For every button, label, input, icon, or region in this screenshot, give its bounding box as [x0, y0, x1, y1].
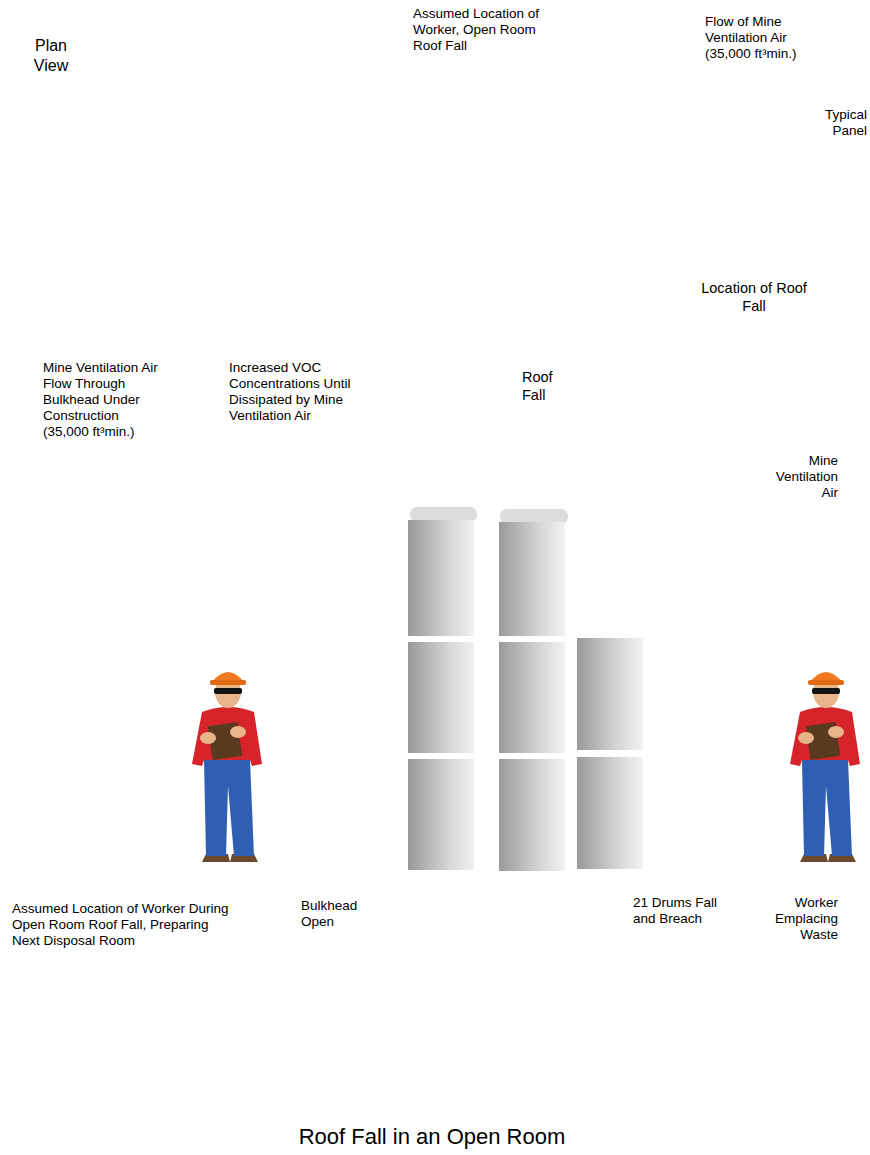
annotation-label: Roof Fall [522, 368, 568, 404]
annotation-label: Plan View [26, 36, 76, 76]
annotation-label: Typical Panel [811, 107, 867, 139]
annotation-label: Flow of Mine Ventilation Air (35,000 ft³… [705, 14, 823, 62]
annotation-label: Assumed Location of Worker During Open R… [12, 901, 237, 949]
annotation-label: Mine Ventilation Air [760, 453, 838, 501]
annotation-label: Increased VOC Concentrations Until Dissi… [229, 360, 374, 424]
diagram-title: Roof Fall in an Open Room [0, 1123, 867, 1150]
annotation-label: Bulkhead Open [301, 898, 371, 930]
annotation-label: Location of Roof Fall [700, 279, 808, 315]
annotation-label: Worker Emplacing Waste [760, 895, 838, 943]
annotation-label: 21 Drums Fall and Breach [633, 895, 729, 927]
annotation-label: Mine Ventilation Air Flow Through Bulkhe… [43, 360, 165, 440]
annotation-label: Assumed Location of Worker, Open Room Ro… [413, 6, 541, 54]
